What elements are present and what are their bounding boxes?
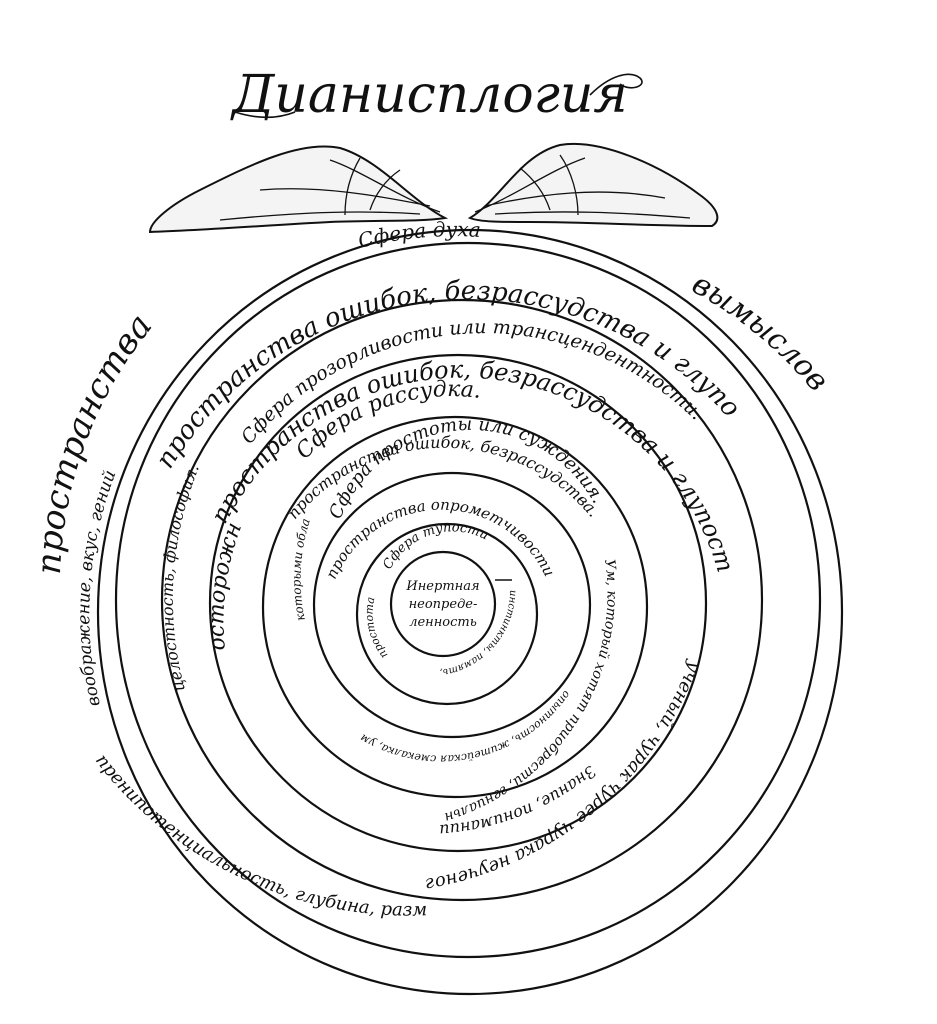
label-sphere-stupidity: Сфера тупости xyxy=(380,520,491,572)
core-line-1: Инертная xyxy=(405,579,479,594)
concentric-spheres xyxy=(96,228,844,996)
ring-spirit xyxy=(114,241,822,959)
ring-reason xyxy=(208,353,708,853)
ring-outer xyxy=(96,228,844,996)
label-ring5-left: простота xyxy=(363,596,391,661)
wings-icon xyxy=(148,142,719,234)
title-flourish xyxy=(234,73,643,119)
ring-foresight xyxy=(160,298,764,902)
ring-simplicity xyxy=(261,415,649,799)
label-ring1-left: целостность, философия. xyxy=(158,461,203,694)
ring-core xyxy=(389,550,497,658)
core-line-2: неопреде- xyxy=(409,597,478,612)
core-line-3: ленность xyxy=(409,615,477,630)
ring-stupidity xyxy=(355,522,539,706)
ring-stupidity-outer xyxy=(312,471,592,739)
diagram-title: Дианисплогия xyxy=(230,65,628,125)
